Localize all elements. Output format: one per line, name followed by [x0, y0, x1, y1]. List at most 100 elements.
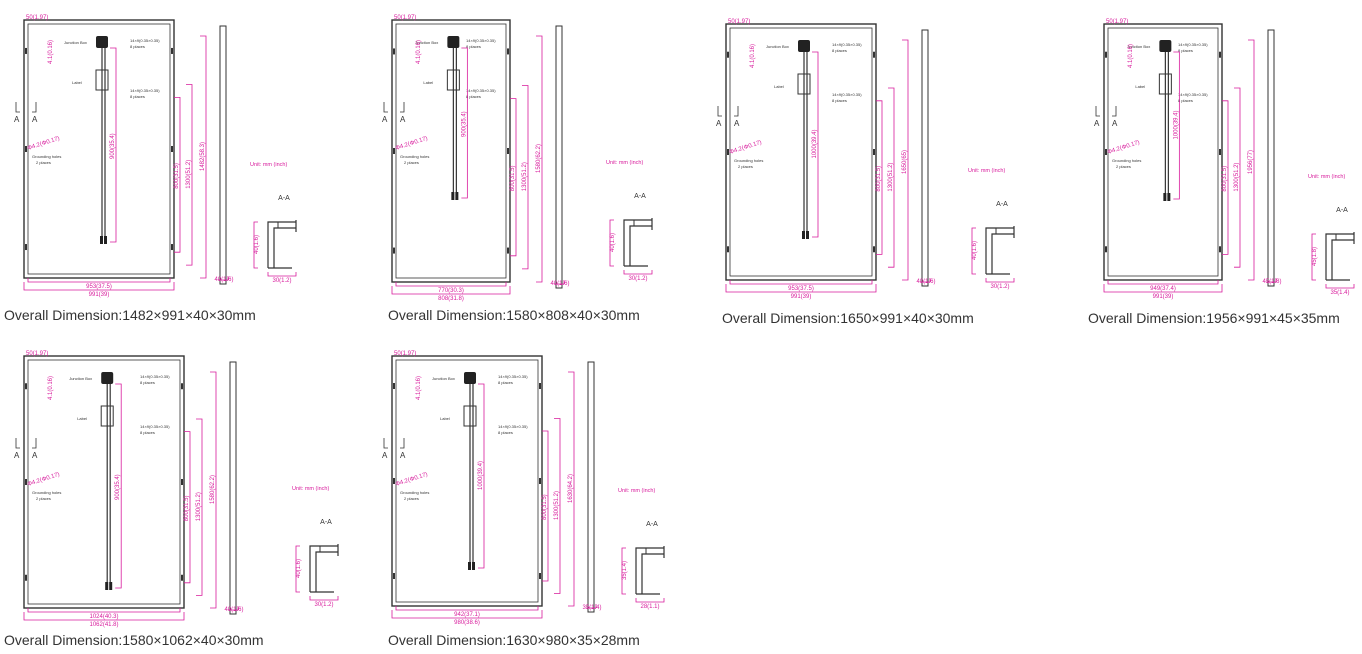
- section-mark-right: A: [32, 451, 38, 460]
- outer-width-line: [391, 286, 511, 295]
- label-tag-icon: [463, 405, 477, 427]
- cable-length-dimension: 1000(39.4): [812, 129, 818, 158]
- section-mark-left: A: [382, 115, 388, 124]
- unit-label: Unit: mm (inch): [250, 162, 287, 168]
- inner-width-line: [27, 608, 181, 613]
- section-cut-mark: [15, 102, 37, 113]
- overall-height-dimension-line: [200, 35, 207, 279]
- inner-width-line: [395, 282, 507, 287]
- side-offset-dimension: 4.1(0.16): [416, 376, 422, 400]
- module-outer-frame: [725, 23, 877, 281]
- mid-span-dimension: 1300(51.2): [1234, 163, 1240, 192]
- junction-box-label: Junction Box: [64, 40, 87, 45]
- mounting-hole-right-2: [181, 574, 183, 581]
- grounding-dimension: Φ4.2(Φ0.17): [395, 472, 429, 488]
- connector-icon: [105, 582, 109, 590]
- cable-length-dimension: 900(35.4): [110, 133, 116, 159]
- mid-span-dimension-line: [522, 85, 529, 270]
- cable-length-dimension-line: [461, 47, 468, 199]
- label-tag-label: Label: [72, 80, 82, 85]
- mounting-hole-left-0: [25, 383, 27, 390]
- mounting-hole-right-1: [181, 479, 183, 485]
- outer-width-dimension: 808(31.8): [438, 296, 464, 302]
- mounting-hole-right-0: [873, 51, 875, 58]
- panel-2-caption: Overall Dimension:1580×808×40×30mm: [388, 307, 640, 323]
- side-view-profile: [229, 361, 237, 615]
- section-title: A-A: [278, 195, 290, 202]
- grounding-holes-label: Grounding holes: [734, 158, 763, 163]
- junction-box-label: Junction Box: [766, 44, 789, 49]
- junction-box-icon: [1159, 40, 1172, 52]
- section-mark-right: A: [734, 119, 740, 128]
- mid-span-dimension: 1300(51.2): [196, 492, 202, 521]
- cable-length-dimension-line: [115, 383, 122, 589]
- inner-width-line: [729, 280, 873, 285]
- mount-holes-label-2: 14×9(0.35×0.35): [498, 424, 528, 429]
- mount-places-label: 8 places: [1178, 48, 1193, 53]
- mounting-hole-left-1: [727, 149, 729, 155]
- top-offset-dimension: 50(1.97): [394, 15, 416, 21]
- mounting-hole-left-1: [1105, 149, 1107, 155]
- frame-section-profile: [985, 226, 1015, 275]
- section-cut-mark: [383, 102, 405, 113]
- frame-depth-dimension: 40(1.6): [916, 279, 935, 285]
- frame-width-dimension: 30(1.2): [628, 276, 647, 282]
- frame-height-dimension: 40(1.6): [972, 241, 978, 260]
- connector-icon: [100, 236, 103, 244]
- frame-depth-line: [920, 278, 931, 283]
- mid-span-dimension-line: [1234, 87, 1241, 268]
- mounting-hole-right-1: [873, 149, 875, 155]
- outer-width-line: [1103, 284, 1223, 293]
- frame-depth-dimension: 40(1.6): [550, 281, 569, 287]
- mounting-hole-left-2: [1105, 246, 1107, 253]
- panel-4-caption: Overall Dimension:1956×991×45×35mm: [1088, 310, 1340, 326]
- section-cut-mark: [1095, 106, 1117, 117]
- connector-icon-2: [806, 231, 809, 239]
- section-mark-right: A: [32, 115, 38, 124]
- mount-span-dimension: 800(31.5): [876, 166, 882, 192]
- mount-holes-label-2: 14×9(0.35×0.35): [140, 424, 170, 429]
- outer-width-dimension: 980(38.6): [454, 620, 480, 626]
- overall-height-dimension-line: [210, 371, 217, 609]
- inner-width-dimension: 942(37.1): [454, 612, 480, 618]
- frame-width-dimension: 30(1.2): [314, 602, 333, 608]
- mid-span-dimension-line: [554, 418, 561, 594]
- mount-holes-label: 14×9(0.35×0.35): [140, 374, 170, 379]
- frame-height-dimension: 40(1.6): [610, 233, 616, 252]
- inner-width-line: [395, 606, 539, 611]
- label-tag-label: Label: [423, 80, 433, 85]
- mounting-hole-left-1: [25, 479, 27, 485]
- mount-holes-label: 14×9(0.35×0.35): [498, 374, 528, 379]
- frame-depth-line: [1266, 278, 1277, 283]
- mid-span-dimension: 1300(51.2): [186, 160, 192, 189]
- frame-depth-dimension: 35(1.4): [582, 605, 601, 611]
- panel-1-caption: Overall Dimension:1482×991×40×30mm: [4, 307, 256, 323]
- mounting-hole-right-1: [539, 478, 541, 484]
- side-view-profile: [587, 361, 595, 613]
- outer-width-line: [23, 612, 185, 621]
- label-tag-label: Label: [440, 416, 450, 421]
- frame-height-dimension: 40(1.6): [296, 559, 302, 578]
- section-mark-left: A: [1094, 119, 1100, 128]
- unit-label: Unit: mm (inch): [618, 488, 655, 494]
- grounding-holes-label: Grounding holes: [32, 490, 61, 495]
- frame-depth-line: [218, 276, 229, 281]
- inner-width-dimension: 953(37.5): [86, 284, 112, 290]
- glass-section-icon: [995, 227, 1015, 235]
- mounting-hole-right-1: [171, 146, 173, 152]
- top-offset-dimension: 50(1.97): [1106, 19, 1128, 25]
- mounting-hole-right-2: [171, 244, 173, 251]
- section-mark-right: A: [400, 451, 406, 460]
- mounting-hole-right-1: [507, 148, 509, 154]
- mid-span-dimension: 1300(51.2): [888, 163, 894, 192]
- junction-box-icon: [96, 36, 108, 48]
- cable-length-dimension: 900(35.4): [461, 111, 467, 137]
- panel-5-caption: Overall Dimension:1580×1062×40×30mm: [4, 632, 264, 648]
- label-tag-icon: [100, 405, 114, 427]
- mount-places-label-2: 8 places: [498, 430, 513, 435]
- side-view-profile: [921, 29, 929, 287]
- connector-icon-2: [1167, 193, 1171, 201]
